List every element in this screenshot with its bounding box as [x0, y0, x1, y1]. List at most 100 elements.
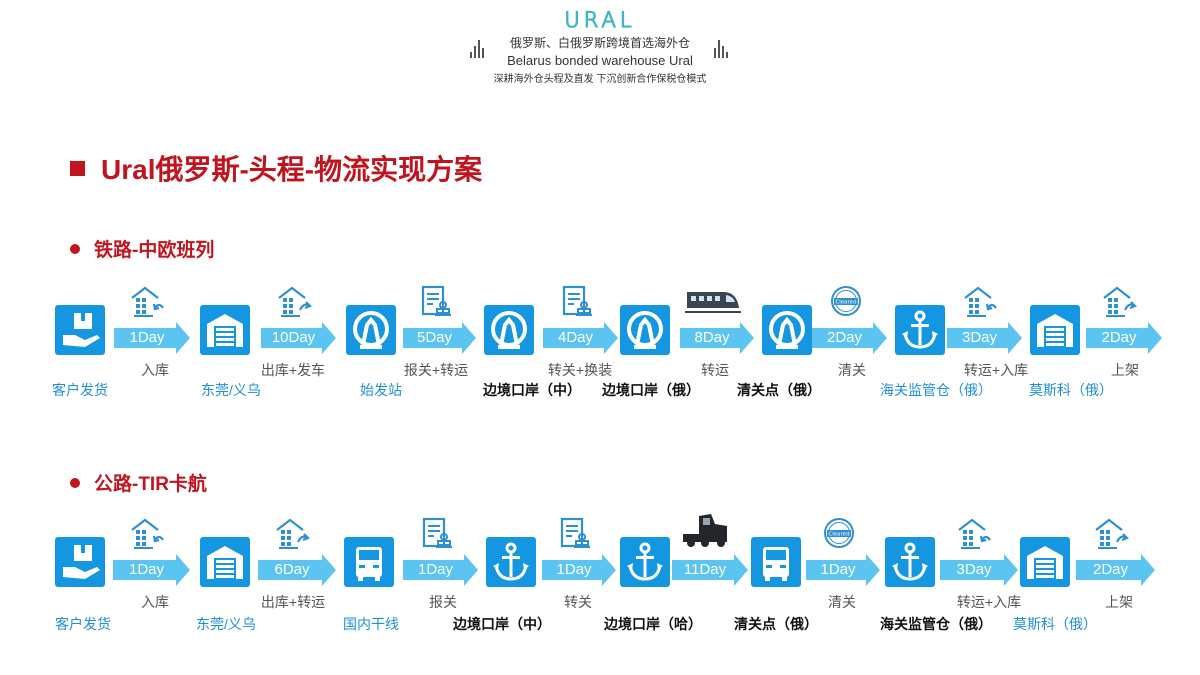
rail-arrow-days: 10Day [271, 329, 316, 346]
road-arrow-days: 1Day [128, 561, 165, 578]
header-tagline-sub: 深耕海外仓头程及直发 下沉创新合作保税仓模式 [493, 74, 707, 85]
warehouse-icon [1030, 305, 1080, 355]
warehouse-icon [200, 537, 250, 587]
road-arrow-8: 2Day [1076, 554, 1155, 586]
rail-arrow-days: 8Day [694, 329, 730, 346]
rail-location-label: 边境口岸（俄） [602, 382, 700, 398]
road-operation-label: 转关 [564, 594, 592, 610]
slide-title: Ural俄罗斯-头程-物流实现方案 [70, 148, 482, 188]
rail-arrow-days: 5Day [416, 329, 453, 346]
rail-location-label: 莫斯科（俄） [1029, 382, 1113, 398]
road-arrow-3: 1Day [403, 554, 478, 586]
rail-arrow-7: 3Day [947, 322, 1022, 354]
document-icon [419, 284, 453, 323]
railway-icon [762, 305, 812, 355]
road-operation-label: 清关 [828, 594, 856, 610]
house-out-icon [276, 284, 314, 323]
road-arrow-1: 1Day [113, 554, 190, 586]
anchor-icon [895, 305, 945, 355]
rail-node-1 [55, 305, 105, 355]
logo: URAL [564, 7, 636, 32]
cleared-stamp-icon: Cleared [829, 284, 863, 323]
house-out-icon [274, 516, 312, 555]
package-hand-icon [55, 537, 105, 587]
document-icon [560, 284, 594, 323]
header-tagline-cn: 俄罗斯、白俄罗斯跨境首选海外仓 [509, 36, 690, 50]
rail-arrow-1: 1Day [114, 322, 190, 354]
header-tagline-en: Belarus bonded warehouse Ural [507, 53, 693, 68]
rail-arrow-3: 5Day [403, 322, 476, 354]
road-arrow-2: 6Day [258, 554, 336, 586]
document-icon [558, 516, 592, 555]
house-in-icon [956, 516, 994, 555]
anchor-icon [885, 537, 935, 587]
truck-front-icon [344, 537, 394, 587]
rail-section-title: 铁路-中欧班列 [70, 235, 214, 262]
warehouse-icon [1020, 537, 1070, 587]
road-arrow-days: 6Day [274, 561, 310, 578]
road-section-title-text: 公路-TIR卡航 [94, 474, 207, 495]
rail-node-2 [200, 305, 250, 355]
road-operation-label: 报关 [429, 594, 457, 610]
rail-node-3 [346, 305, 396, 355]
rail-arrow-5: 8Day [680, 322, 754, 354]
house-out-icon [1101, 284, 1139, 323]
road-arrow-days: 2Day [1092, 561, 1129, 578]
road-arrow-5: 11Day [672, 554, 748, 586]
rail-node-4 [484, 305, 534, 355]
road-location-label: 客户发货 [55, 616, 111, 632]
package-hand-icon [55, 305, 105, 355]
rail-arrow-8: 2Day [1086, 322, 1162, 354]
anchor-icon [486, 537, 536, 587]
road-arrow-days: 11Day [683, 561, 727, 578]
rail-operation-label: 转运 [701, 362, 729, 378]
rail-node-5 [620, 305, 670, 355]
sound-bars-left-icon [470, 38, 486, 58]
house-in-icon [962, 284, 1000, 323]
railway-icon [620, 305, 670, 355]
railway-icon [346, 305, 396, 355]
rail-node-8 [1030, 305, 1080, 355]
truck-front-icon [751, 537, 801, 587]
section-bullet-dot [70, 243, 80, 254]
rail-operation-label: 转运+入库 [963, 362, 1029, 378]
road-location-label: 海关监管仓（俄） [880, 616, 992, 632]
rail-location-label: 始发站 [360, 382, 402, 398]
rail-arrow-days: 2Day [826, 329, 863, 346]
cleared-stamp-icon: Cleared [822, 516, 856, 555]
rail-operation-label: 报关+转运 [403, 362, 469, 378]
road-operation-label: 入库 [141, 594, 169, 610]
road-arrow-7: 3Day [940, 554, 1018, 586]
road-section-title: 公路-TIR卡航 [70, 469, 207, 496]
road-arrow-days: 3Day [956, 561, 992, 578]
road-operation-label: 上架 [1105, 594, 1133, 610]
road-location-label: 东莞/义乌 [196, 616, 256, 632]
road-location-label: 国内干线 [343, 616, 399, 632]
rail-operation-label: 上架 [1111, 362, 1139, 378]
rail-operation-label: 转关+换装 [547, 362, 613, 378]
rail-operation-label: 入库 [141, 362, 169, 378]
road-operation-label: 出库+转运 [260, 594, 326, 610]
rail-operation-label: 清关 [838, 362, 866, 378]
slide-title-text: Ural俄罗斯-头程-物流实现方案 [101, 154, 483, 185]
rail-location-label: 边境口岸（中） [483, 382, 581, 398]
rail-arrow-days: 2Day [1101, 329, 1137, 346]
house-in-icon [129, 284, 167, 323]
railway-icon [484, 305, 534, 355]
brand-header: URAL 俄罗斯、白俄罗斯跨境首选海外仓 Belarus bonded ware… [0, 7, 1200, 85]
rail-location-label: 客户发货 [52, 382, 108, 398]
anchor-icon [620, 537, 670, 587]
road-arrow-4: 1Day [542, 554, 616, 586]
rail-arrow-2: 10Day [261, 322, 336, 354]
rail-arrow-days: 4Day [557, 329, 594, 346]
road-node-1 [55, 537, 105, 587]
road-node-6 [751, 537, 801, 587]
road-node-2 [200, 537, 250, 587]
road-arrow-days: 1Day [820, 561, 856, 578]
rail-section-title-text: 铁路-中欧班列 [94, 240, 215, 261]
road-arrow-6: 1Day [806, 554, 880, 586]
rail-arrow-days: 3Day [961, 329, 998, 346]
rail-location-label: 海关监管仓（俄） [880, 382, 992, 398]
road-location-label: 清关点（俄） [734, 616, 818, 632]
truck-icon [675, 510, 737, 555]
